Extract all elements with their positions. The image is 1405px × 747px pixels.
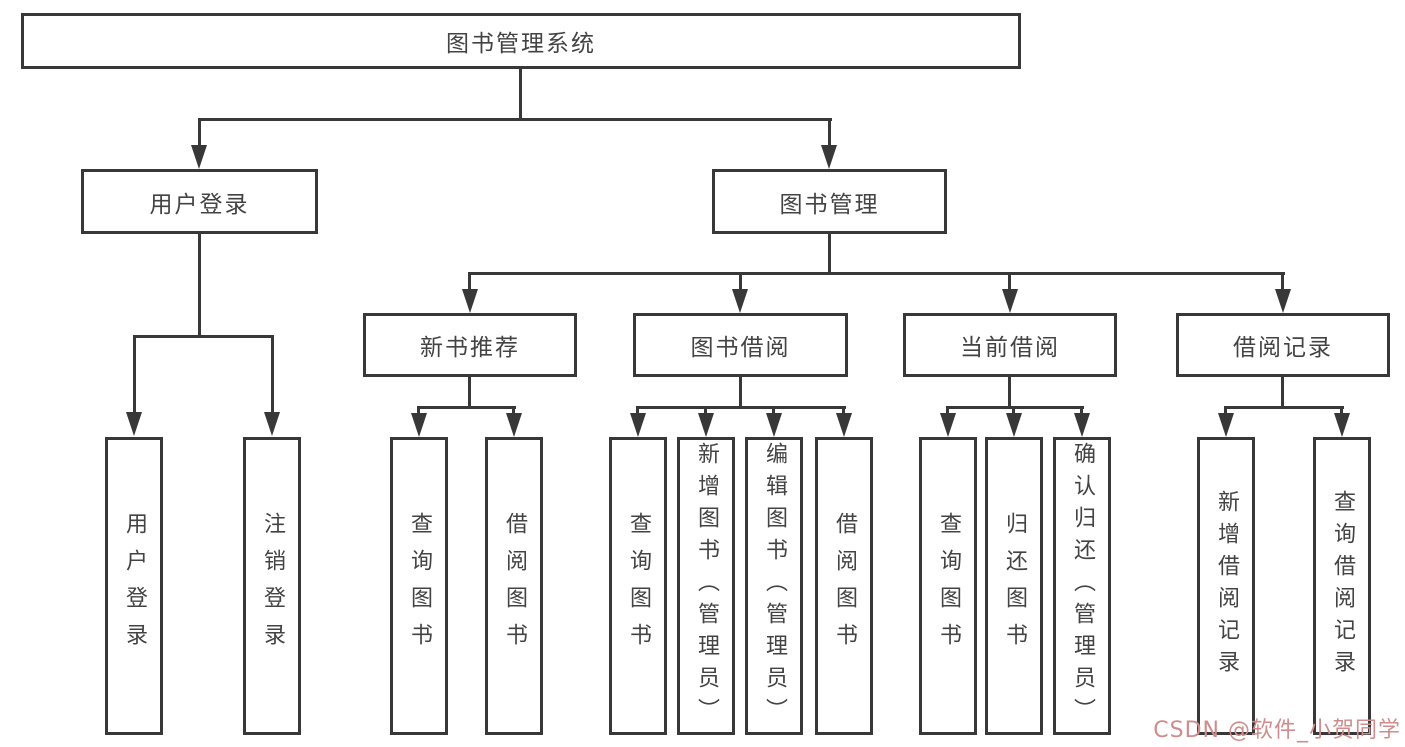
connector-mgmt-hline bbox=[468, 272, 1285, 275]
leaf-record-add: 新增借阅记录 bbox=[1197, 437, 1255, 735]
connector-current-stem bbox=[1008, 377, 1011, 406]
connector-record-stem bbox=[1281, 377, 1284, 406]
connector-user-stem bbox=[198, 234, 201, 335]
arrowhead-borrow-query bbox=[630, 413, 646, 437]
connector-mgmt-drop-3 bbox=[1008, 272, 1011, 291]
leaf-newbook-query: 查询图书 bbox=[390, 437, 448, 735]
arrowhead-record-query bbox=[1334, 413, 1350, 437]
connector-borrow-drop-2 bbox=[704, 406, 707, 415]
node-book-mgmt: 图书管理 bbox=[712, 169, 947, 234]
node-user-login: 用户登录 bbox=[81, 169, 318, 234]
connector-mgmt-stem bbox=[828, 234, 831, 272]
connector-current-drop-2 bbox=[1012, 406, 1015, 415]
leaf-record-query: 查询借阅记录 bbox=[1313, 437, 1371, 735]
node-book-borrow: 图书借阅 bbox=[633, 313, 848, 377]
node-root: 图书管理系统 bbox=[21, 13, 1021, 69]
arrowhead-borrow-add bbox=[698, 413, 714, 437]
arrowhead-leaf-user-login bbox=[126, 412, 142, 436]
leaf-borrow-add-admin: 新增图书（管理员） bbox=[677, 437, 735, 735]
connector-root-hline bbox=[198, 118, 832, 121]
connector-mgmt-drop-4 bbox=[1281, 272, 1284, 291]
connector-borrow-drop-1 bbox=[636, 406, 639, 415]
connector-record-drop-1 bbox=[1224, 406, 1227, 415]
connector-newbook-hline bbox=[417, 406, 516, 409]
arrowhead-current-borrow bbox=[1002, 289, 1018, 313]
arrowhead-record-add bbox=[1218, 413, 1234, 437]
connector-borrow-hline bbox=[636, 406, 846, 409]
leaf-newbook-borrow: 借阅图书 bbox=[485, 437, 543, 735]
connector-borrow-drop-3 bbox=[772, 406, 775, 415]
arrowhead-borrow-record bbox=[1275, 289, 1291, 313]
arrowhead-book-borrow bbox=[732, 289, 748, 313]
connector-mgmt-drop-2 bbox=[739, 272, 742, 291]
arrowhead-current-return bbox=[1006, 413, 1022, 437]
connector-current-hline bbox=[946, 406, 1084, 409]
connector-root-drop-right bbox=[828, 118, 831, 146]
connector-root-stem bbox=[519, 69, 522, 118]
node-current-borrow: 当前借阅 bbox=[903, 313, 1117, 377]
connector-borrow-stem bbox=[739, 377, 742, 406]
connector-root-drop-left bbox=[198, 118, 201, 146]
leaf-borrow-query: 查询图书 bbox=[609, 437, 667, 735]
arrowhead-book-mgmt bbox=[821, 145, 837, 169]
leaf-borrow-edit-admin: 编辑图书（管理员） bbox=[745, 437, 803, 735]
node-new-book: 新书推荐 bbox=[363, 313, 577, 377]
arrowhead-user-login bbox=[191, 145, 207, 169]
arrowhead-new-book bbox=[462, 289, 478, 313]
connector-user-drop-1 bbox=[133, 335, 136, 414]
connector-newbook-stem bbox=[468, 377, 471, 406]
leaf-current-query: 查询图书 bbox=[919, 437, 977, 735]
connector-user-hline bbox=[133, 335, 274, 338]
connector-user-drop-2 bbox=[271, 335, 274, 414]
connector-newbook-drop-1 bbox=[417, 406, 420, 415]
leaf-borrow-borrow: 借阅图书 bbox=[815, 437, 873, 735]
connector-mgmt-drop-1 bbox=[468, 272, 471, 291]
connector-record-hline bbox=[1224, 406, 1344, 409]
leaf-current-return: 归还图书 bbox=[985, 437, 1043, 735]
arrowhead-newbook-borrow bbox=[506, 413, 522, 437]
connector-current-drop-1 bbox=[946, 406, 949, 415]
arrowhead-borrow-edit bbox=[766, 413, 782, 437]
arrowhead-leaf-logout bbox=[264, 412, 280, 436]
csdn-watermark: CSDN @软件_小贺同学 bbox=[1153, 718, 1401, 743]
arrowhead-current-query bbox=[940, 413, 956, 437]
connector-newbook-drop-2 bbox=[512, 406, 515, 415]
leaf-current-confirm-admin: 确认归还（管理员） bbox=[1053, 437, 1111, 735]
connector-record-drop-2 bbox=[1340, 406, 1343, 415]
arrowhead-newbook-query bbox=[411, 413, 427, 437]
arrowhead-borrow-borrow bbox=[836, 413, 852, 437]
connector-current-drop-3 bbox=[1080, 406, 1083, 415]
connector-borrow-drop-4 bbox=[842, 406, 845, 415]
node-borrow-record: 借阅记录 bbox=[1176, 313, 1390, 377]
arrowhead-current-confirm bbox=[1074, 413, 1090, 437]
leaf-user-login: 用户登录 bbox=[105, 437, 163, 735]
leaf-logout: 注销登录 bbox=[243, 437, 301, 735]
